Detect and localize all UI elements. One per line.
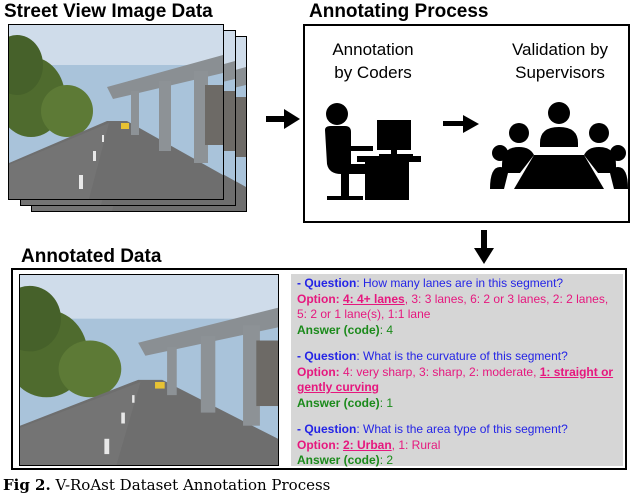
option-label: Option:	[297, 291, 343, 306]
annotated-street-photo	[19, 274, 279, 466]
qa-item-curvature: - Question: What is the curvature of thi…	[297, 349, 617, 411]
answer-label: Answer (code)	[297, 453, 380, 467]
option-label: Option:	[297, 364, 343, 379]
question-label: - Question	[297, 422, 357, 436]
selected-option: 2: Urban	[342, 437, 392, 452]
question-label: - Question	[297, 349, 357, 363]
coders-label: Annotation by Coders	[332, 40, 414, 82]
coder-at-computer-icon	[325, 103, 421, 200]
street-view-heading: Street View Image Data	[4, 1, 213, 22]
annotating-process-box: Annotation by Coders Validation by Super…	[303, 24, 630, 223]
option-label: Option:	[297, 437, 343, 452]
selected-option: 4: 4+ lanes	[342, 291, 405, 306]
question-text: : How many lanes are in this segment?	[356, 276, 564, 290]
annotating-process-heading: Annotating Process	[309, 1, 489, 22]
answer-value: : 4	[379, 322, 394, 337]
question-text: : What is the area type of this segment?	[356, 422, 568, 436]
question-label: - Question	[297, 276, 357, 290]
figure-number: Fig 2.	[3, 476, 51, 494]
street-view-photo-front	[8, 24, 224, 200]
supervisors-label: Validation by Supervisors	[511, 40, 609, 82]
qa-item-lanes: - Question: How many lanes are in this s…	[297, 276, 617, 338]
selected-option: 1: straight or gently curving	[297, 364, 614, 395]
qa-item-area-type: - Question: What is the area type of thi…	[297, 422, 617, 469]
figure-caption-text: V-RoAst Dataset Annotation Process	[50, 476, 331, 494]
answer-value: : 1	[379, 395, 394, 410]
arrow-right-icon	[266, 109, 300, 129]
figure-caption: Fig 2. V-RoAst Dataset Annotation Proces…	[3, 476, 330, 494]
other-options: , 3: 3 lanes, 6: 2 or 3 lanes, 2: 2 lane…	[297, 291, 609, 322]
other-options: , 1: Rural	[391, 437, 441, 452]
arrow-right-icon	[443, 115, 479, 133]
supervisors-meeting-icon	[490, 102, 628, 189]
answer-label: Answer (code)	[297, 322, 380, 337]
other-options: 4: very sharp, 3: sharp, 2: moderate,	[342, 364, 540, 379]
question-text: : What is the curvature of this segment?	[356, 349, 568, 363]
annotated-data-box: - Question: How many lanes are in this s…	[11, 268, 627, 470]
answer-label: Answer (code)	[297, 395, 380, 410]
qa-panel: - Question: How many lanes are in this s…	[291, 274, 623, 469]
annotated-data-heading: Annotated Data	[21, 246, 162, 267]
arrow-down-icon	[474, 230, 494, 264]
answer-value: : 2	[379, 453, 394, 467]
